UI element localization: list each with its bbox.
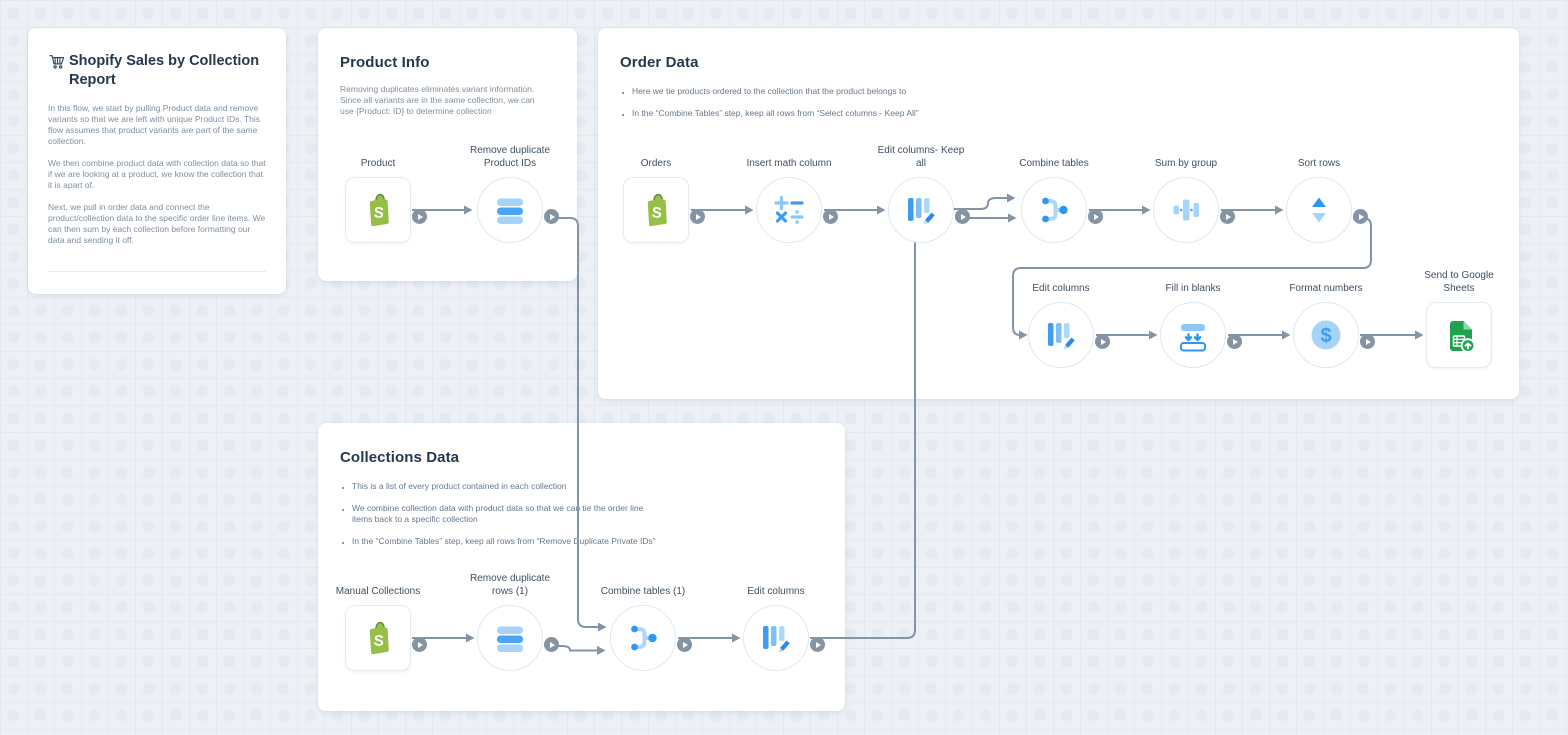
- step-label: Combine tables (1): [600, 586, 686, 597]
- step-label: Remove duplicate rows (1): [469, 573, 551, 597]
- step-label: Format numbers: [1289, 283, 1363, 294]
- run-step-button[interactable]: [1360, 334, 1375, 349]
- cart-icon: [49, 55, 65, 69]
- summary-title: Shopify Sales by Collection Report: [69, 53, 260, 88]
- remove-duplicates-icon: [497, 198, 523, 224]
- card-bullet: Here we tie products ordered to the coll…: [632, 86, 1192, 97]
- step-insert-math-column[interactable]: [756, 177, 822, 243]
- edit-columns-icon: [1048, 323, 1075, 350]
- run-step-button[interactable]: [1095, 334, 1110, 349]
- run-step-button[interactable]: [1227, 334, 1242, 349]
- step-edit-columns[interactable]: [1028, 302, 1094, 368]
- step-label: Sort rows: [1297, 158, 1341, 169]
- format-numbers-icon: $: [1311, 320, 1341, 350]
- combine-tables-icon: [631, 625, 657, 651]
- step-label: Send to Google Sheets: [1424, 270, 1494, 294]
- step-combine-tables-1[interactable]: [610, 605, 676, 671]
- svg-text:S: S: [373, 632, 384, 650]
- run-step-button[interactable]: [823, 209, 838, 224]
- step-label: Edit columns- Keep all: [877, 145, 965, 169]
- step-label: Edit columns: [747, 586, 805, 597]
- math-icon: [774, 195, 804, 224]
- card-divider: [48, 271, 266, 272]
- run-step-button[interactable]: [1088, 209, 1103, 224]
- step-label: Insert math column: [746, 158, 832, 169]
- step-send-to-google-sheets[interactable]: [1426, 302, 1492, 368]
- combine-tables-icon: [1042, 197, 1068, 223]
- sum-by-group-icon: [1173, 199, 1199, 221]
- run-step-button[interactable]: [810, 637, 825, 652]
- step-sort-rows[interactable]: [1286, 177, 1352, 243]
- card-title: Order Data: [620, 54, 699, 71]
- summary-card: Shopify Sales by Collection Report In th…: [28, 28, 286, 294]
- fill-in-blanks-icon: [1180, 324, 1206, 352]
- summary-paragraph: Next, we pull in order data and connect …: [48, 202, 266, 245]
- step-combine-tables[interactable]: [1021, 177, 1087, 243]
- svg-text:$: $: [1320, 325, 1331, 347]
- step-label: Combine tables: [1019, 158, 1089, 169]
- step-orders-shopify[interactable]: S: [623, 177, 689, 243]
- step-edit-columns-collections[interactable]: [743, 605, 809, 671]
- summary-paragraph: We then combine product data with collec…: [48, 158, 266, 190]
- run-step-button[interactable]: [544, 637, 559, 652]
- step-label: Edit columns: [1032, 283, 1090, 294]
- step-label: Fill in blanks: [1165, 283, 1221, 294]
- edit-columns-icon: [763, 626, 790, 653]
- run-step-button[interactable]: [412, 209, 427, 224]
- card-bullet: This is a list of every product containe…: [352, 481, 662, 492]
- svg-text:S: S: [651, 204, 662, 222]
- step-manual-collections-shopify[interactable]: S: [345, 605, 411, 671]
- shopify-icon: S: [369, 621, 389, 655]
- run-step-button[interactable]: [412, 637, 427, 652]
- shopify-icon: S: [369, 193, 389, 227]
- svg-text:S: S: [373, 204, 384, 222]
- shopify-icon: S: [647, 193, 667, 227]
- step-label: Sum by group: [1154, 158, 1218, 169]
- step-format-numbers[interactable]: $: [1293, 302, 1359, 368]
- card-bullet: In the “Combine Tables” step, keep all r…: [352, 536, 662, 547]
- card-bullet: In the “Combine Tables” step, keep all r…: [632, 108, 1192, 119]
- run-step-button[interactable]: [1353, 209, 1368, 224]
- step-edit-columns-keep-all[interactable]: [888, 177, 954, 243]
- step-label: Remove duplicate Product IDs: [469, 145, 551, 169]
- step-fill-in-blanks[interactable]: [1160, 302, 1226, 368]
- card-title: Collections Data: [340, 449, 460, 466]
- run-step-button[interactable]: [1220, 209, 1235, 224]
- summary-paragraph: In this flow, we start by pulling Produc…: [48, 103, 260, 146]
- step-remove-duplicate-rows[interactable]: [477, 605, 543, 671]
- google-sheets-icon: [1450, 321, 1476, 353]
- run-step-button[interactable]: [544, 209, 559, 224]
- run-step-button[interactable]: [955, 209, 970, 224]
- run-step-button[interactable]: [677, 637, 692, 652]
- card-bullet: We combine collection data with product …: [352, 503, 662, 525]
- remove-duplicates-icon: [497, 626, 523, 652]
- step-label: Product: [360, 158, 396, 169]
- edit-columns-icon: [908, 198, 935, 225]
- sort-rows-icon: [1312, 197, 1326, 223]
- step-remove-duplicate-product-ids[interactable]: [477, 177, 543, 243]
- step-label: Orders: [640, 158, 672, 169]
- step-product-shopify[interactable]: S: [345, 177, 411, 243]
- step-sum-by-group[interactable]: [1153, 177, 1219, 243]
- card-description: Removing duplicates eliminates variant i…: [340, 84, 535, 116]
- card-title: Product Info: [340, 54, 430, 71]
- run-step-button[interactable]: [690, 209, 705, 224]
- step-label: Manual Collections: [335, 586, 421, 597]
